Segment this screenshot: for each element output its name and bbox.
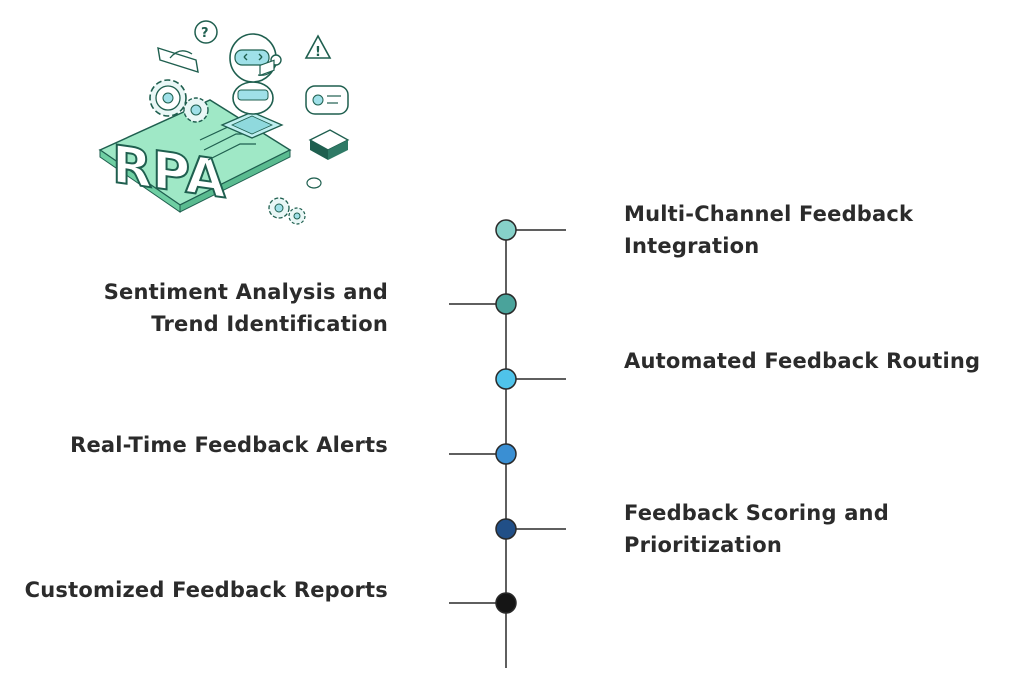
timeline-label-6-line-1: Customized Feedback Reports: [24, 578, 388, 602]
timeline-dot-5: [495, 518, 517, 540]
timeline-label-1-line-2: Integration: [624, 234, 760, 258]
gear-icon: [149, 79, 209, 123]
timeline-label-5: Feedback Scoring and Prioritization: [624, 497, 889, 561]
timeline-dot-1: [495, 219, 517, 241]
timeline-label-5-line-1: Feedback Scoring and: [624, 501, 889, 525]
timeline-label-2-line-1: Sentiment Analysis and: [103, 280, 388, 304]
rpa-illustration: RPA: [98, 20, 350, 225]
robot-head-icon: [229, 33, 282, 115]
timeline-label-1: Multi-Channel Feedback Integration: [624, 198, 913, 262]
timeline-dot-2: [495, 293, 517, 315]
timeline-label-4: Real-Time Feedback Alerts: [70, 429, 388, 461]
timeline-label-1-line-1: Multi-Channel Feedback: [624, 202, 914, 226]
timeline-dot-3: [495, 368, 517, 390]
question-bubble-icon: ?: [194, 20, 218, 44]
timeline-label-5-line-2: Prioritization: [624, 533, 782, 557]
timeline-label-2: Sentiment Analysis and Trend Identificat…: [104, 276, 388, 340]
hand-icon: [157, 46, 199, 74]
svg-text:!: !: [315, 45, 321, 60]
timeline: [449, 219, 566, 668]
timeline-dot-4: [495, 443, 517, 465]
timeline-marks: [449, 219, 566, 614]
timeline-dot-6: [495, 592, 517, 614]
warning-triangle-icon: !: [304, 34, 332, 60]
chip-icon: [259, 59, 350, 189]
chat-bubble-icon: [305, 85, 349, 115]
timeline-label-3-line-1: Automated Feedback Routing: [624, 349, 981, 373]
small-gear-icon: [268, 197, 306, 225]
timeline-label-3: Automated Feedback Routing: [624, 345, 980, 377]
timeline-label-4-line-1: Real-Time Feedback Alerts: [70, 433, 388, 457]
timeline-label-6: Customized Feedback Reports: [25, 574, 388, 606]
svg-text:?: ?: [201, 26, 209, 41]
timeline-label-2-line-2: Trend Identification: [151, 312, 388, 336]
